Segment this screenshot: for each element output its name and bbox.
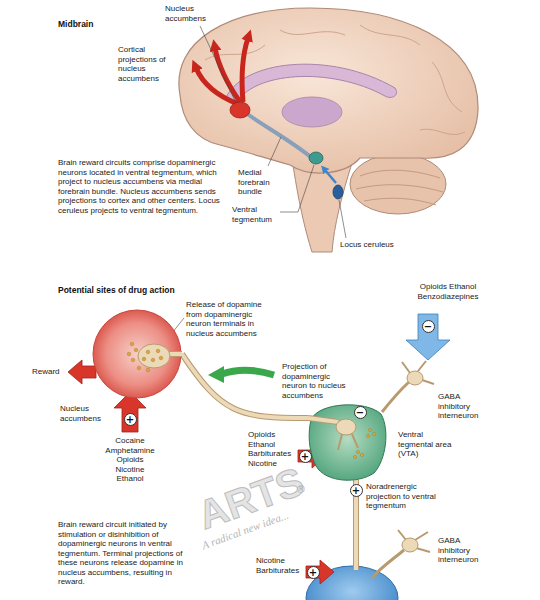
- leader-line: [268, 137, 281, 166]
- leader-line: [280, 165, 314, 212]
- node-shape: [308, 400, 388, 482]
- axon-stub: [308, 418, 338, 422]
- gaba-dendrite: [402, 361, 434, 384]
- part-label: Projection of dopaminergic neuron to nuc…: [282, 362, 352, 400]
- inhibition-sign: −: [354, 406, 367, 419]
- ventral-tegmental-area-node: Ventral tegmental area (VTA): [308, 400, 388, 482]
- gyrus: [360, 25, 420, 45]
- part-label: Cortical projections of nucleus accumben…: [118, 45, 174, 83]
- output-label: Reward: [32, 367, 60, 377]
- part-label: GABA inhibitory interneuron: [438, 536, 494, 565]
- locus-ceruleus: [333, 185, 343, 199]
- synaptic-vesicles: [353, 428, 375, 458]
- cortical-projection-arrow: [215, 48, 240, 102]
- part-label: Locus ceruleus: [340, 240, 404, 250]
- cerebrum: [179, 8, 478, 173]
- dopamine-vesicles: [127, 342, 163, 372]
- drug-list: Nicotine Barbiturates: [256, 556, 304, 575]
- gaba-soma: [402, 538, 418, 552]
- vta-shape: [308, 400, 388, 482]
- node-shape: [92, 308, 182, 400]
- medial-forebrain-bundle: [246, 113, 312, 158]
- cerebellum-folia: [356, 185, 443, 192]
- drug-list: Cocaine Amphetamine Opioids Nicotine Eth…: [104, 436, 156, 484]
- cerebellum-folia: [364, 198, 436, 205]
- watermark: ®: [296, 484, 306, 496]
- part-label: Nucleus accumbens: [165, 4, 207, 23]
- cortical-projection-arrow: [242, 38, 248, 102]
- inhibition-sign: −: [422, 320, 435, 333]
- part-label: Noradrenergic projection to ventral tegm…: [366, 482, 440, 511]
- section-heading: Potential sites of drug action: [58, 286, 175, 296]
- direction-arrowhead: [208, 366, 224, 383]
- gaba-axon: [372, 550, 404, 578]
- dendrite: [338, 434, 358, 450]
- cerebellum: [350, 154, 446, 214]
- nucleus-accumbens: [230, 102, 250, 118]
- vta-blob: [309, 405, 386, 480]
- note-text: Brain reward circuits comprise dopaminer…: [58, 158, 220, 215]
- leader-line: [339, 200, 346, 238]
- part-label: Ventral tegmentum: [232, 205, 280, 224]
- cerebellum-folia: [360, 170, 440, 178]
- locus-ceruleus-projection: [325, 170, 336, 183]
- axon-terminal: [138, 344, 170, 368]
- nucleus-accumbens-shape: [92, 308, 182, 400]
- gaba-dendrite: [398, 530, 430, 552]
- dopaminergic-soma: [336, 419, 356, 435]
- gaba-axon: [382, 382, 409, 412]
- gyrus: [432, 62, 462, 112]
- gyrus: [280, 30, 345, 35]
- ventral-tegmentum: [309, 152, 323, 164]
- nucleus-accumbens-circle: [93, 310, 181, 398]
- leader-line: [200, 26, 236, 103]
- excitation-sign: +: [350, 484, 363, 497]
- excitation-sign: +: [307, 566, 320, 579]
- excitation-sign: +: [124, 413, 137, 426]
- note-label: Release of dopamine from dopaminergic ne…: [186, 300, 268, 338]
- excitation-sign: +: [299, 450, 312, 463]
- part-label: Medial forebrain bundle: [238, 168, 288, 197]
- thalamus: [282, 97, 342, 127]
- drug-arrow: [306, 560, 334, 584]
- drug-list: Opioids Ethanol Benzodiazepines: [416, 282, 480, 301]
- node-label: Ventral tegmental area (VTA): [398, 430, 456, 459]
- gyrus: [420, 129, 465, 134]
- note-text: Brain reward circuit initiated by stimul…: [58, 520, 186, 587]
- direction-arrow: [222, 370, 274, 375]
- reward-arrow: [68, 360, 96, 384]
- inhibition-arrow: [406, 314, 450, 360]
- part-label: GABA inhibitory interneuron: [438, 392, 494, 421]
- node-label: Nucleus accumbens: [60, 404, 106, 423]
- axon-stub: [308, 418, 338, 422]
- nucleus-accumbens-node: Nucleus accumbens: [92, 308, 182, 400]
- gaba-soma: [407, 371, 423, 385]
- section-heading: Midbrain: [58, 20, 93, 30]
